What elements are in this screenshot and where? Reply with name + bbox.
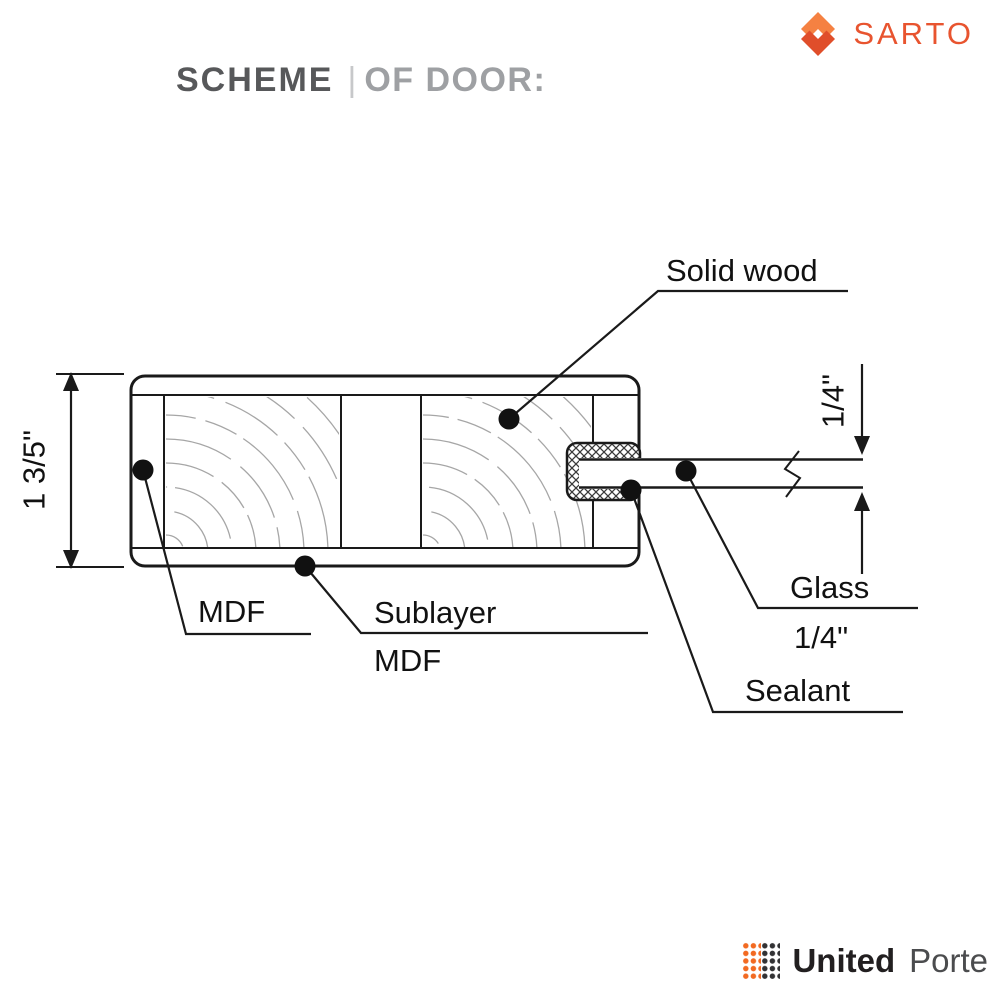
door-cross-section xyxy=(129,374,641,568)
callout-line-solid-wood xyxy=(508,289,848,420)
dimension-door-thickness: 1 3/5" xyxy=(17,372,124,569)
callout-line-sublayer-mdf xyxy=(304,565,648,635)
sarto-logo: SARTO xyxy=(797,10,974,58)
label-sublayer-mdf: MDF xyxy=(374,643,441,678)
callout-line-glass xyxy=(685,470,918,610)
callout-dot-sealant xyxy=(620,479,642,501)
label-sublayer: Sublayer xyxy=(374,595,496,630)
united-porte-text-bold: United xyxy=(792,942,896,979)
united-porte-text-light: Porte xyxy=(909,942,988,979)
callout-dot-mdf xyxy=(132,459,154,481)
glass-break-mark xyxy=(783,450,802,498)
callout-lines xyxy=(141,289,918,714)
sarto-icon xyxy=(801,12,836,56)
label-glass: Glass xyxy=(790,570,869,605)
callout-dot-sublayer-mdf xyxy=(294,555,316,577)
title-sub: OF DOOR: xyxy=(364,61,547,99)
title-separator: | xyxy=(347,61,357,99)
callout-dots xyxy=(132,408,697,577)
label-glass-size: 1/4" xyxy=(794,620,848,655)
label-solid-wood: Solid wood xyxy=(666,253,818,288)
callout-labels: Solid wood MDF Sublayer MDF Glass 1/4" S… xyxy=(198,253,869,708)
callout-line-mdf xyxy=(141,469,311,636)
label-sealant: Sealant xyxy=(745,673,851,708)
callout-dot-glass xyxy=(675,460,697,482)
callout-dot-solid-wood xyxy=(498,408,520,430)
dimension-label-door-thickness: 1 3/5" xyxy=(17,430,52,510)
page-title: SCHEME |OF DOOR: xyxy=(176,61,547,99)
dimension-glass-thickness: 1/4" xyxy=(816,364,870,574)
title-main: SCHEME xyxy=(176,61,334,99)
sarto-brand-text: SARTO xyxy=(853,16,974,51)
united-porte-logo: United Porte xyxy=(742,942,988,980)
label-mdf: MDF xyxy=(198,594,265,629)
united-porte-dots-icon xyxy=(742,942,781,980)
dimension-label-glass-thickness: 1/4" xyxy=(816,374,851,428)
callout-line-sealant xyxy=(629,489,903,714)
